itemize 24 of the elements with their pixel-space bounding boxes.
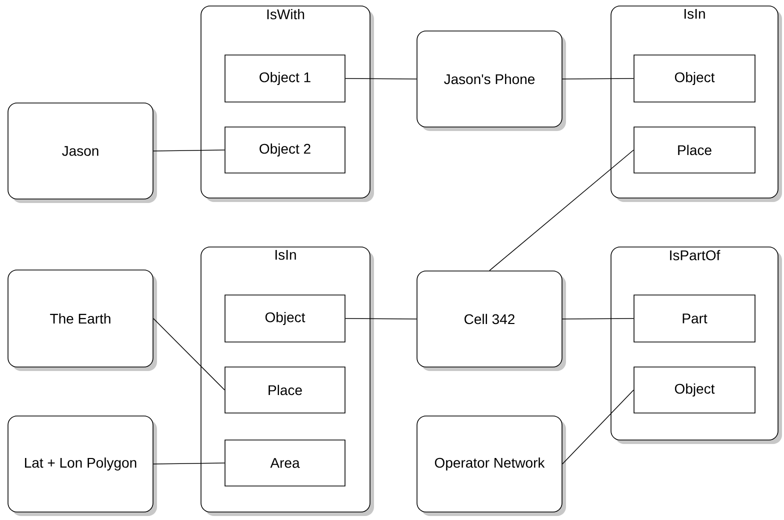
role-box: Place: [224, 366, 346, 414]
role-box: Part: [634, 294, 756, 342]
connector-line: [153, 318, 225, 390]
entity-box: Operator Network: [416, 416, 562, 512]
entity-box: Lat + Lon Polygon: [8, 416, 154, 512]
entity-box: The Earth: [8, 270, 154, 368]
connector-line: [153, 462, 225, 464]
role-box: Object: [224, 294, 346, 342]
role-box: Area: [224, 440, 346, 486]
connector-line: [153, 150, 225, 152]
entity-box: Jason's Phone: [416, 30, 562, 128]
entity-box: Jason: [8, 102, 154, 200]
role-box: Place: [634, 126, 756, 174]
connector-line: [562, 318, 634, 320]
connector-line: [489, 150, 634, 271]
connector-line: [345, 318, 417, 320]
connector-line: [345, 78, 417, 80]
role-box: Object 1: [224, 54, 346, 102]
connector-line: [562, 78, 634, 80]
connector-line: [562, 390, 634, 464]
role-box: Object: [634, 54, 756, 102]
role-box: Object 2: [224, 126, 346, 174]
role-box: Object: [634, 366, 756, 414]
entity-box: Cell 342: [416, 270, 562, 368]
